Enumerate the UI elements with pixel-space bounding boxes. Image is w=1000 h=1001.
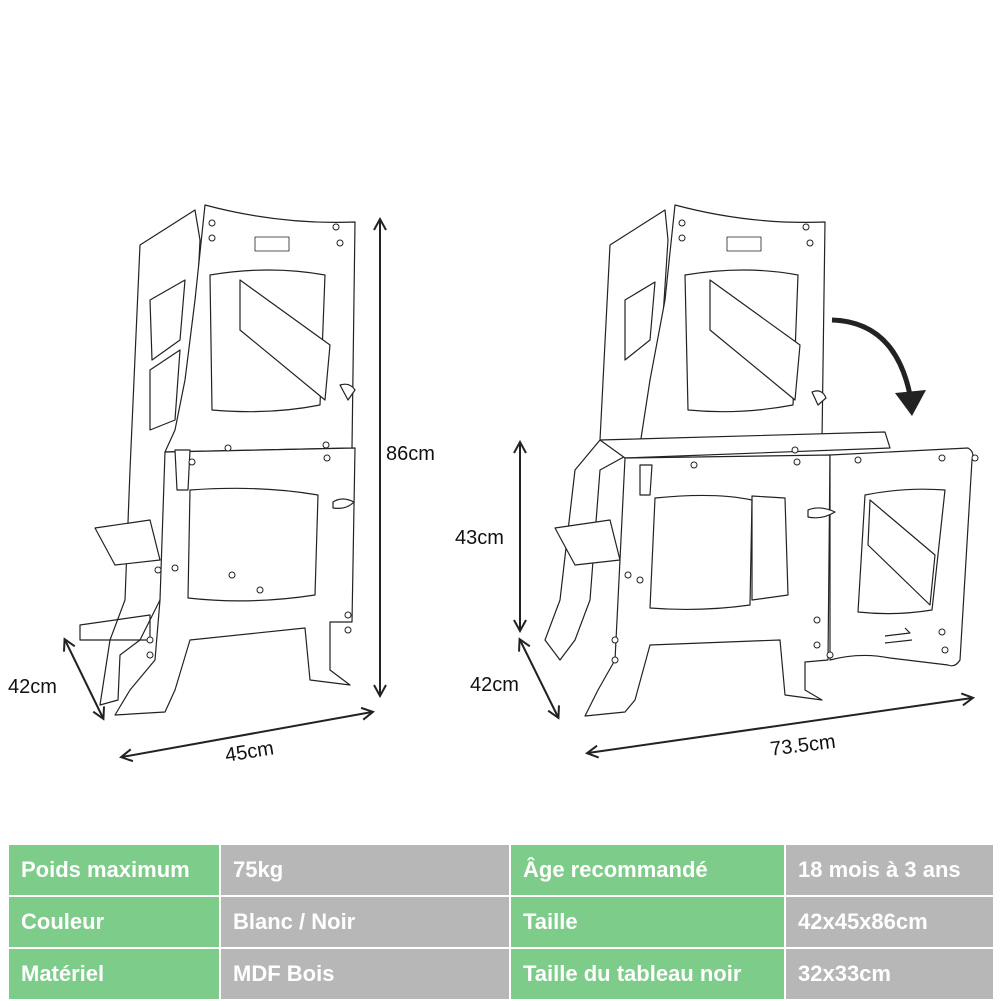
spec-label: Couleur <box>7 895 221 949</box>
tower-left-screws <box>146 219 352 659</box>
product-dimension-figure: 86cm 42cm 45cm <box>8 204 979 767</box>
spec-row: Matériel MDF Bois Taille du tableau noir… <box>7 947 995 1001</box>
tower-right-drawing <box>544 204 974 717</box>
table-height-label-right: 43cm <box>455 527 504 549</box>
left-dimension-lines <box>65 220 380 757</box>
depth-arrow-right <box>520 640 558 717</box>
spec-label: Poids maximum <box>7 843 221 897</box>
width-label-right: 73.5cm <box>769 731 837 761</box>
width-arrow-left <box>122 712 372 757</box>
spec-value: MDF Bois <box>219 947 511 1001</box>
width-arrow-right <box>588 698 972 753</box>
depth-arrow-left <box>65 640 103 718</box>
tower-right-screws <box>611 219 979 664</box>
spec-value: 75kg <box>219 843 511 897</box>
spec-label: Matériel <box>7 947 221 1001</box>
spec-value: 32x33cm <box>784 947 995 1001</box>
spec-label: Taille du tableau noir <box>509 947 786 1001</box>
spec-label: Âge recommandé <box>509 843 786 897</box>
spec-value: 18 mois à 3 ans <box>784 843 995 897</box>
depth-label-right: 42cm <box>470 674 519 696</box>
spec-row: Poids maximum 75kg Âge recommandé 18 moi… <box>7 843 995 897</box>
height-label-left: 86cm <box>386 443 435 465</box>
spec-label: Taille <box>509 895 786 949</box>
width-label-left: 45cm <box>224 737 276 766</box>
spec-value: 42x45x86cm <box>784 895 995 949</box>
fold-arrow-icon <box>831 317 913 396</box>
right-dimension-lines <box>520 443 972 753</box>
depth-label-left: 42cm <box>8 676 57 698</box>
tower-left-drawing <box>79 204 356 716</box>
spec-row: Couleur Blanc / Noir Taille 42x45x86cm <box>7 895 995 949</box>
spec-value: Blanc / Noir <box>219 895 511 949</box>
fold-arrowhead-icon <box>895 390 926 416</box>
spec-table: Poids maximum 75kg Âge recommandé 18 moi… <box>7 843 995 1001</box>
